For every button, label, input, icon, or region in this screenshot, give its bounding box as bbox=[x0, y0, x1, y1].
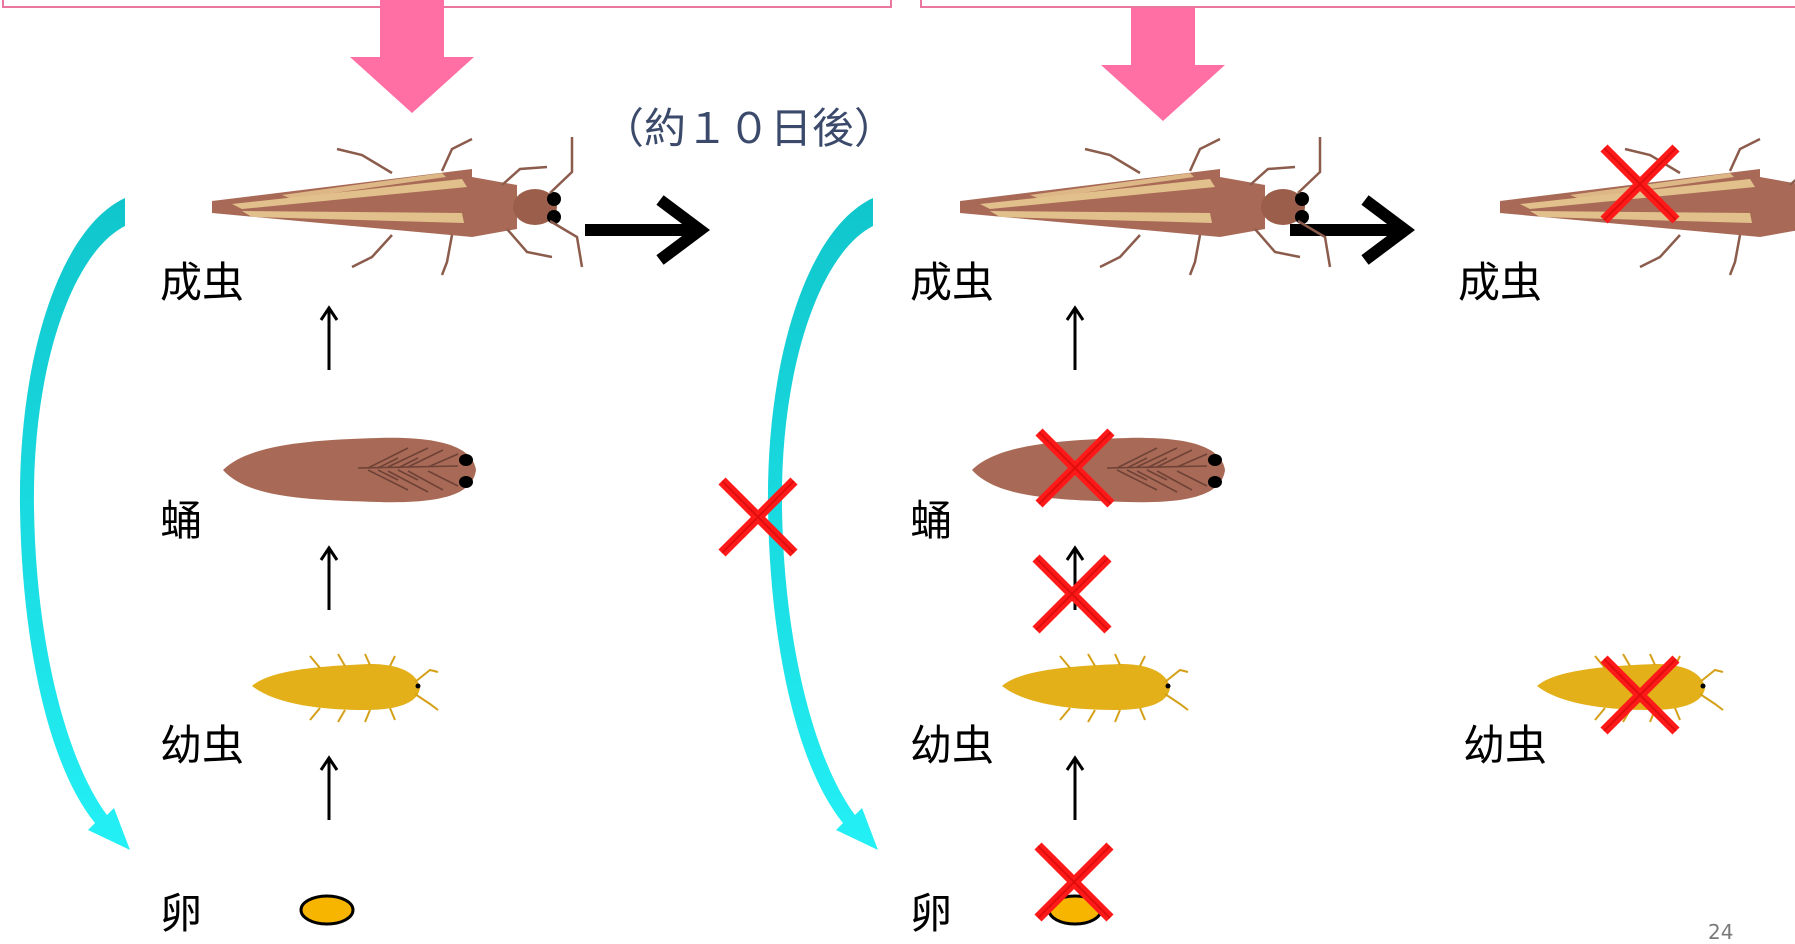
label-larva: 幼虫 bbox=[910, 725, 994, 767]
cross-icon bbox=[1036, 558, 1108, 630]
pink-down-arrow-left bbox=[350, 0, 474, 113]
label-adult: 成虫 bbox=[160, 262, 244, 304]
adult-beetle-icon bbox=[1500, 137, 1795, 275]
cyan-cycle-arrow-left bbox=[20, 198, 130, 850]
label-adult: 成虫 bbox=[910, 262, 994, 304]
up-arrow bbox=[1067, 758, 1083, 820]
up-arrow bbox=[321, 758, 337, 820]
pink-down-arrow-right bbox=[1101, 8, 1225, 121]
adult-beetle-icon bbox=[960, 137, 1330, 275]
egg-icon bbox=[301, 896, 353, 924]
label-pupa: 蛹 bbox=[910, 500, 952, 542]
label-egg: 卵 bbox=[910, 893, 952, 935]
label-larva: 幼虫 bbox=[1463, 725, 1547, 767]
label-adult: 成虫 bbox=[1458, 262, 1542, 304]
up-arrow bbox=[321, 548, 337, 610]
larva-icon bbox=[1002, 654, 1188, 722]
cross-icon bbox=[722, 481, 794, 553]
label-larva: 幼虫 bbox=[160, 725, 244, 767]
up-arrow bbox=[321, 308, 337, 370]
delay-label: （約１０日後） bbox=[602, 108, 896, 150]
label-egg: 卵 bbox=[160, 893, 202, 935]
bold-right-arrow-1 bbox=[585, 200, 700, 260]
adult-beetle-icon bbox=[212, 137, 582, 275]
bold-right-arrow-2 bbox=[1290, 200, 1405, 260]
pupa-icon bbox=[223, 438, 476, 502]
up-arrow bbox=[1067, 308, 1083, 370]
larva-icon bbox=[252, 654, 438, 722]
label-pupa: 蛹 bbox=[160, 500, 202, 542]
page-number: 24 bbox=[1708, 920, 1733, 944]
cyan-cycle-arrow-middle bbox=[768, 198, 878, 850]
